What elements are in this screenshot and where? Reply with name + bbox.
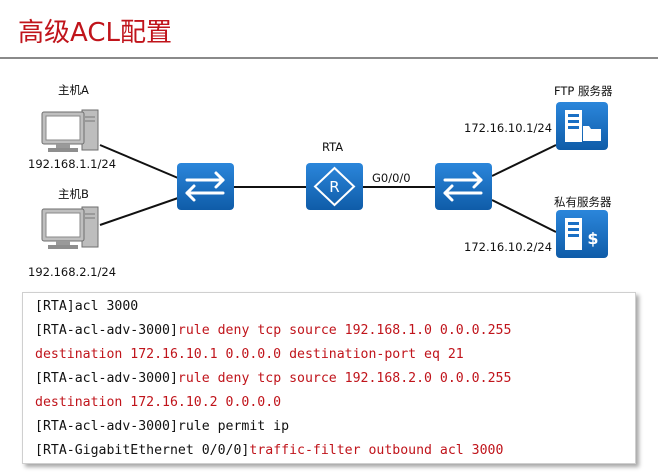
router-icon: R bbox=[306, 163, 363, 210]
private-server-name: 私有服务器 bbox=[554, 195, 612, 209]
ftp-server-ip: 172.16.10.1/24 bbox=[464, 121, 553, 135]
code-line: [RTA-acl-adv-3000]rule deny tcp source 1… bbox=[35, 323, 511, 338]
link-hosta-switch1 bbox=[99, 144, 179, 179]
code-line: [RTA-GigabitEthernet 0/0/0]traffic-filte… bbox=[35, 443, 503, 458]
code-prompt: [RTA]acl 3000 bbox=[35, 299, 139, 314]
code-line: [RTA]acl 3000 bbox=[35, 299, 138, 314]
network-diagram: R $ bbox=[41, 102, 608, 258]
ftp-server-icon bbox=[556, 102, 608, 150]
code-command: traffic-filter outbound acl 3000 bbox=[249, 443, 504, 458]
host-a-name: 主机A bbox=[58, 83, 89, 97]
config-code-block: [RTA]acl 3000 [RTA-acl-adv-3000]rule den… bbox=[22, 292, 636, 464]
link-switch2-private bbox=[491, 199, 557, 233]
computer-icon bbox=[41, 109, 99, 152]
code-prompt: [RTA-GigabitEthernet 0/0/0] bbox=[35, 443, 250, 458]
code-prompt: [RTA-acl-adv-3000] bbox=[35, 323, 178, 338]
host-b-name: 主机B bbox=[58, 187, 89, 201]
code-command: rule deny tcp source 192.168.2.0 0.0.0.2… bbox=[177, 371, 512, 386]
svg-text:R: R bbox=[329, 178, 339, 196]
link-switch2-ftp bbox=[491, 144, 557, 177]
title-divider bbox=[0, 57, 658, 59]
code-line: destination 172.16.10.1 0.0.0.0 destinat… bbox=[35, 347, 464, 362]
code-command: destination 172.16.10.1 0.0.0.0 destinat… bbox=[35, 347, 464, 362]
code-command: rule deny tcp source 192.168.1.0 0.0.0.2… bbox=[177, 323, 512, 338]
ftp-server-name: FTP 服务器 bbox=[554, 84, 613, 98]
host-a-ip: 192.168.1.1/24 bbox=[28, 157, 117, 171]
host-b-ip: 192.168.2.1/24 bbox=[28, 265, 117, 279]
code-command: destination 172.16.10.2 0.0.0.0 bbox=[35, 395, 282, 410]
switch-icon bbox=[435, 163, 492, 210]
code-prompt: [RTA-acl-adv-3000] bbox=[35, 371, 178, 386]
link-hostb-switch1 bbox=[99, 197, 179, 226]
svg-text:$: $ bbox=[587, 229, 598, 248]
router-interface: G0/0/0 bbox=[372, 171, 411, 185]
computer-icon bbox=[41, 206, 99, 249]
code-line: [RTA-acl-adv-3000]rule permit ip bbox=[35, 419, 289, 434]
private-server-icon: $ bbox=[556, 210, 608, 258]
code-prompt: [RTA-acl-adv-3000]rule permit ip bbox=[35, 419, 290, 434]
code-line: destination 172.16.10.2 0.0.0.0 bbox=[35, 395, 281, 410]
private-server-ip: 172.16.10.2/24 bbox=[464, 240, 553, 254]
code-line: [RTA-acl-adv-3000]rule deny tcp source 1… bbox=[35, 371, 511, 386]
network-links bbox=[99, 144, 557, 233]
router-name: RTA bbox=[322, 140, 344, 154]
switch-icon bbox=[177, 163, 234, 210]
page-title: 高级ACL配置 bbox=[18, 18, 172, 48]
